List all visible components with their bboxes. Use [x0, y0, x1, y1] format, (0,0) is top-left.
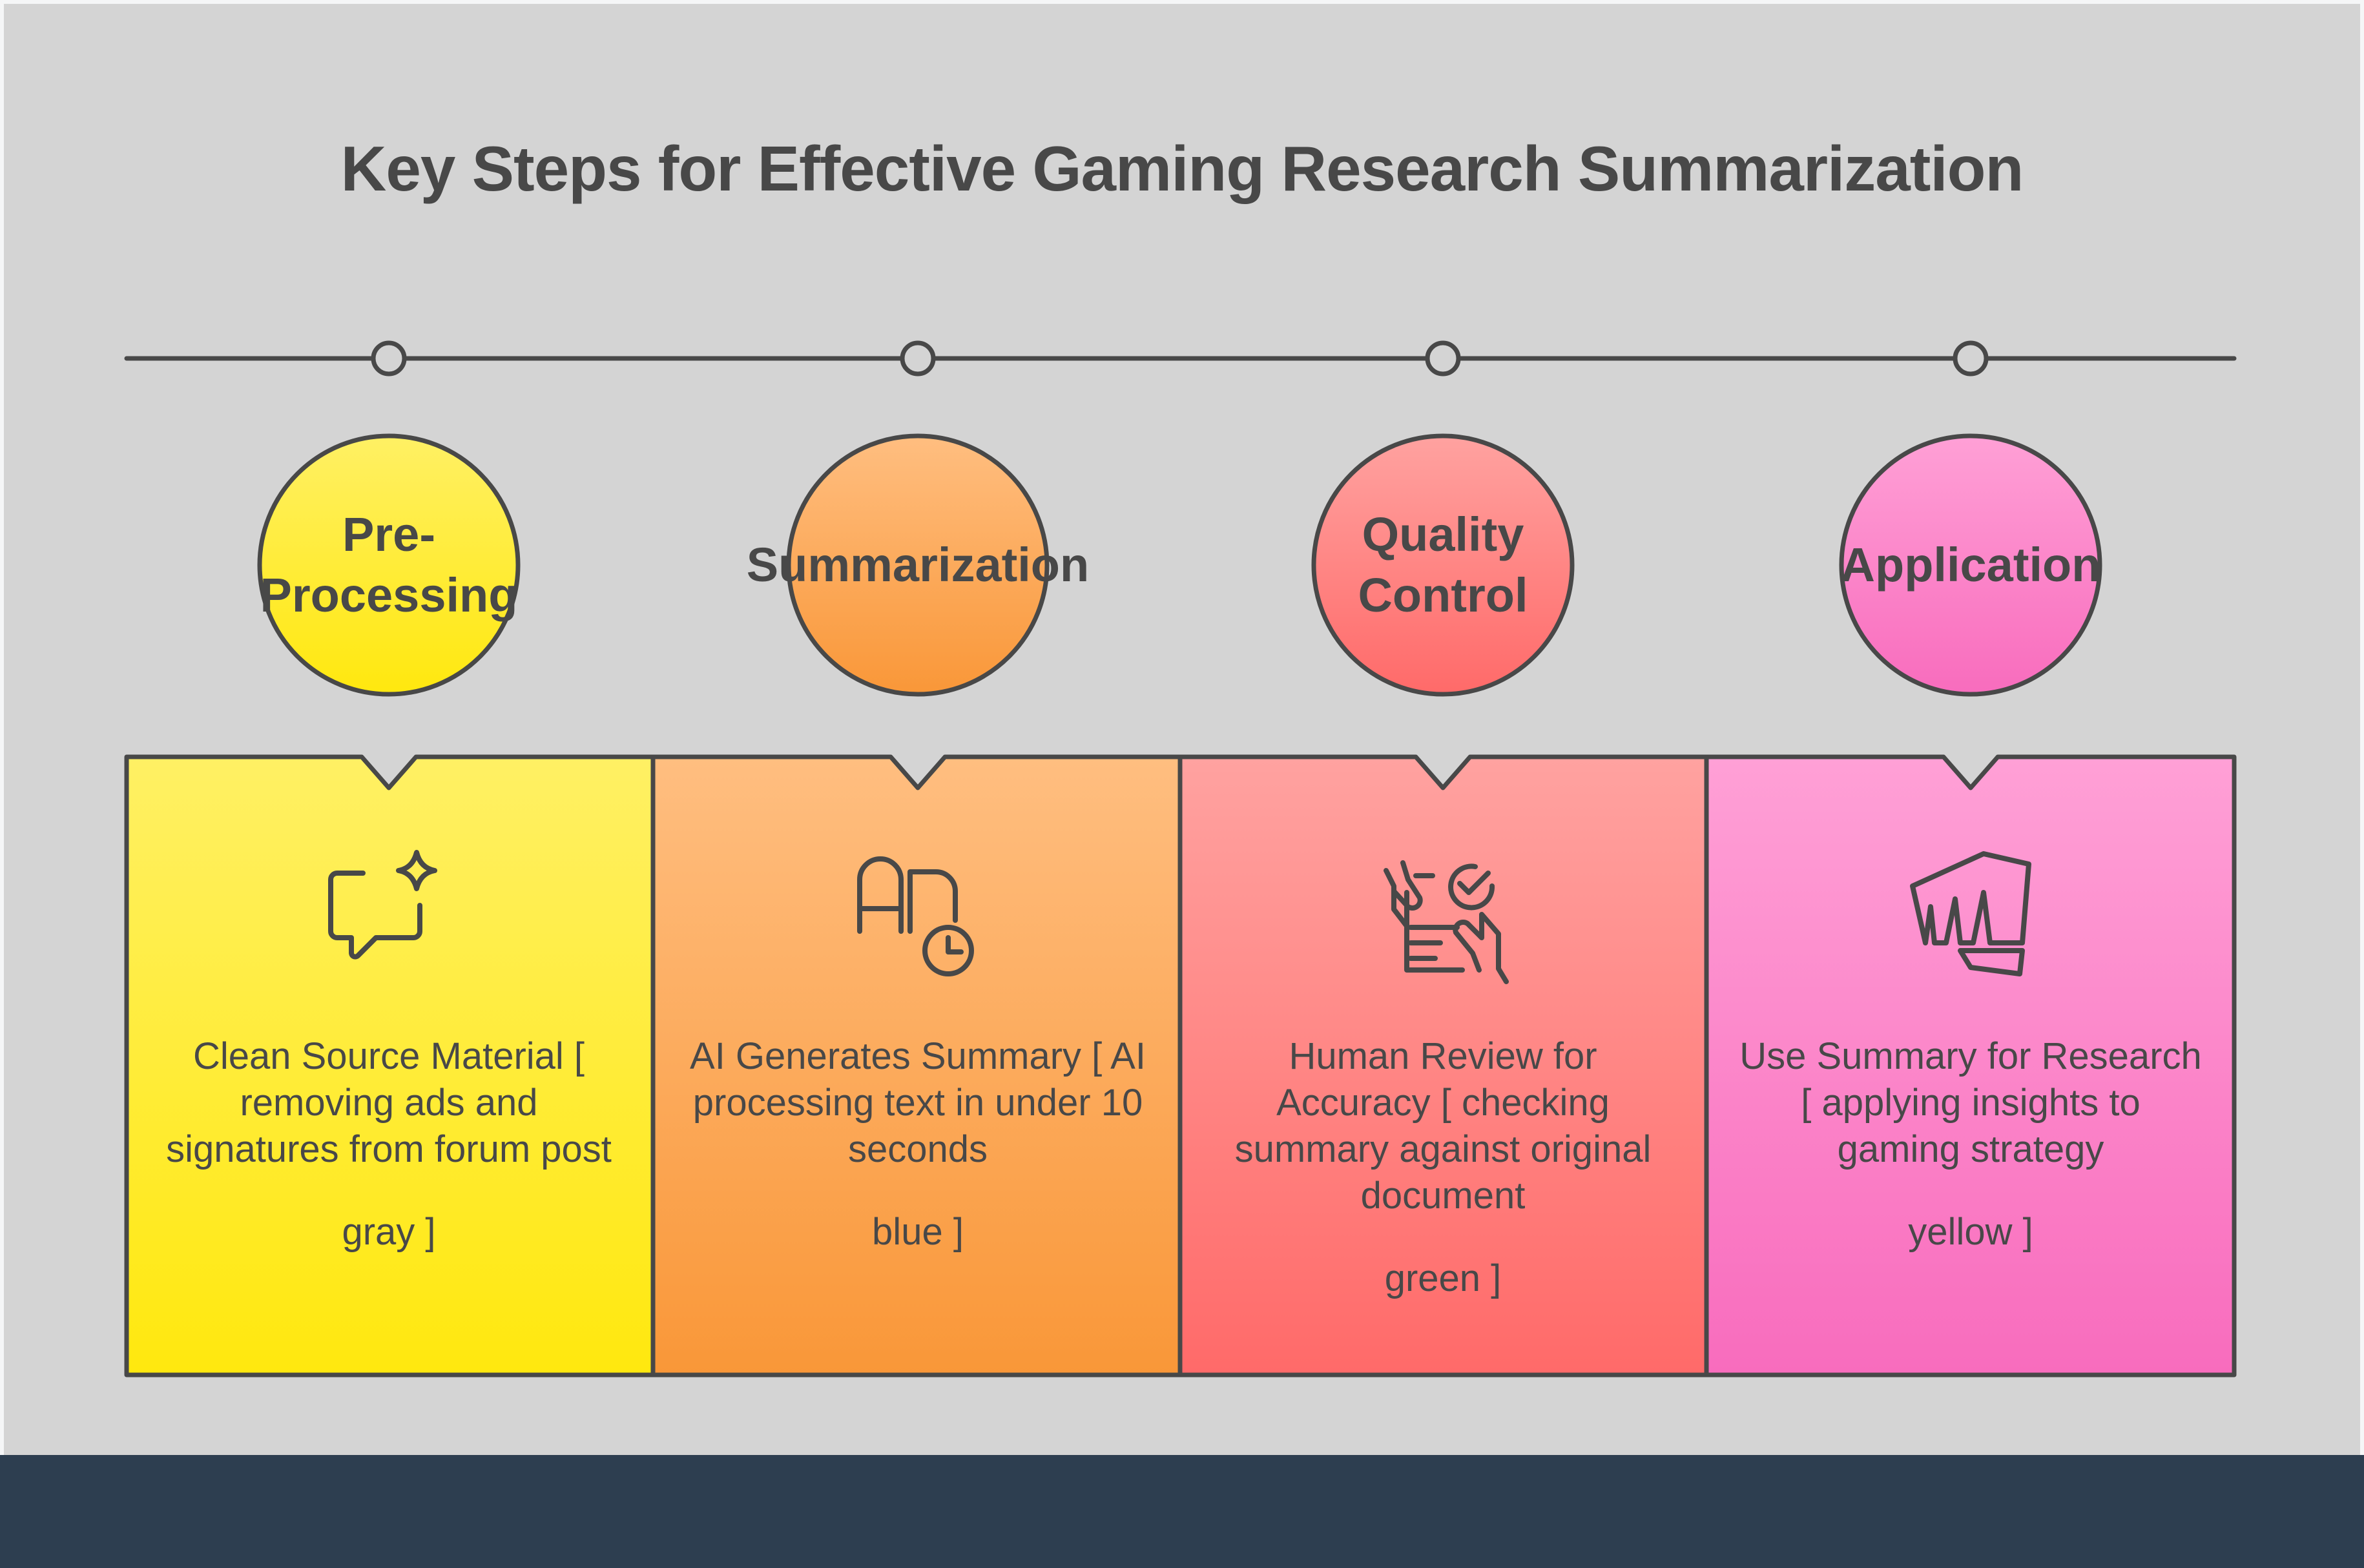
timeline-marker	[371, 340, 407, 377]
step-circle	[1839, 433, 2102, 697]
step-description: Clean Source Material [ removing ads and…	[156, 1033, 621, 1255]
chat-sparkle-icon	[328, 850, 437, 960]
step-description: Use Summary for Research [ applying insi…	[1738, 1033, 2203, 1255]
step-description: AI Generates Summary [ AI processing tex…	[685, 1033, 1150, 1255]
step-label: Application	[1840, 538, 2101, 592]
step-circle	[257, 433, 521, 697]
step-card	[650, 754, 1183, 1377]
step-label: Summarization	[746, 538, 1090, 592]
timeline-marker	[900, 340, 936, 377]
step-circle	[1311, 433, 1575, 697]
step-description-text: AI Generates Summary [ AI processing tex…	[690, 1035, 1146, 1170]
diagram-title: Key Steps for Effective Gaming Research …	[340, 133, 2024, 204]
step-description-tail: green ]	[1384, 1257, 1502, 1299]
step-description-tail: blue ]	[872, 1211, 964, 1253]
step-description-text: Clean Source Material [ removing ads and…	[166, 1035, 612, 1170]
step-circle	[786, 433, 1050, 697]
timeline-marker	[1425, 340, 1461, 377]
timeline-marker	[1953, 340, 1989, 377]
step-card	[1177, 754, 1709, 1377]
footer-band	[0, 1455, 2364, 1568]
fist-icon	[1910, 851, 2031, 976]
ai-clock-icon	[857, 856, 974, 976]
document-review-icon	[1384, 860, 1509, 984]
step-description-text: Use Summary for Research [ applying insi…	[1739, 1035, 2202, 1170]
step-description-text: Human Review for Accuracy [ checking sum…	[1234, 1035, 1652, 1217]
step-card	[124, 754, 656, 1377]
step-description: Human Review for Accuracy [ checking sum…	[1210, 1033, 1675, 1302]
step-label: Quality Control	[1358, 508, 1528, 622]
step-description-tail: yellow ]	[1908, 1211, 2033, 1253]
step-description-tail: gray ]	[342, 1211, 436, 1253]
step-card	[1704, 754, 2237, 1377]
timeline-diagram	[124, 340, 2237, 1377]
step-label: Pre- Processing	[260, 508, 518, 622]
